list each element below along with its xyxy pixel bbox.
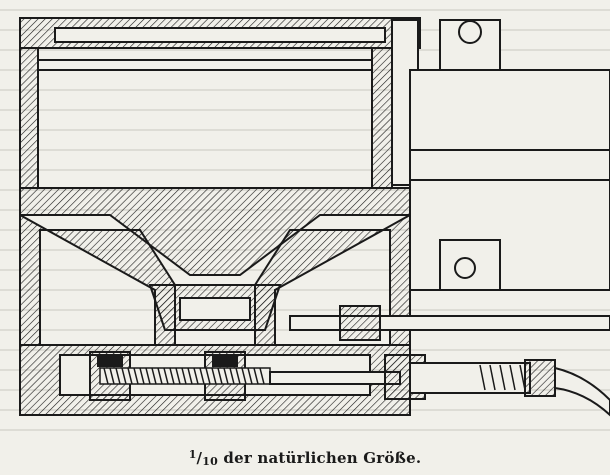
valve-body: [19, 187, 411, 346]
scale-numerator: 1: [188, 448, 197, 461]
cylinder-housing: [19, 17, 421, 189]
screw-shaft: [99, 367, 271, 385]
figure-caption: 1/10 der natürlichen Größe.: [188, 448, 422, 468]
mounting-bracket: [409, 19, 610, 291]
caption-text: der natürlichen Größe.: [223, 449, 422, 467]
scale-denominator: 10: [202, 455, 218, 468]
pipe-lower-coupling: [269, 354, 610, 417]
pipe-upper: [289, 305, 610, 341]
